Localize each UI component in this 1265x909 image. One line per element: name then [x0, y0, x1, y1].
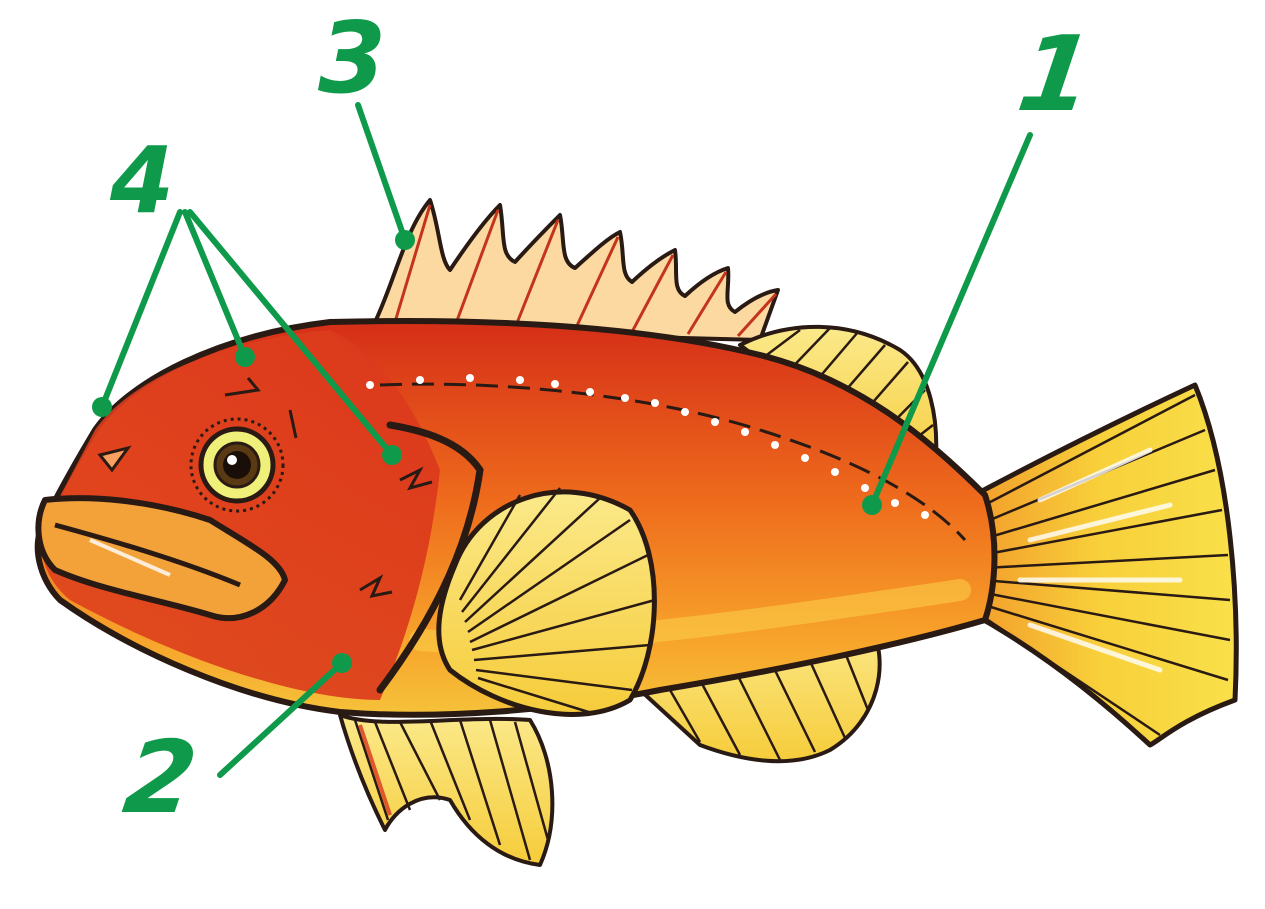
- callout-dot-2: [332, 653, 352, 673]
- callout-line-4b: [185, 212, 245, 357]
- callout-dot-1: [862, 495, 882, 515]
- callout-number-1: 1: [1011, 13, 1100, 134]
- callout-number-4: 4: [109, 127, 174, 234]
- callout-dot-4b: [235, 347, 255, 367]
- pelvic-fin: [340, 715, 552, 865]
- callout-number-2: 2: [118, 719, 204, 835]
- callout-dot-4a: [92, 397, 112, 417]
- callout-dot-3: [395, 230, 415, 250]
- caudal-fin: [965, 385, 1236, 745]
- callout-number-3: 3: [318, 2, 386, 116]
- callout-line-3: [358, 105, 405, 240]
- callout-dot-4c: [382, 445, 402, 465]
- callout-line-1: [872, 135, 1030, 505]
